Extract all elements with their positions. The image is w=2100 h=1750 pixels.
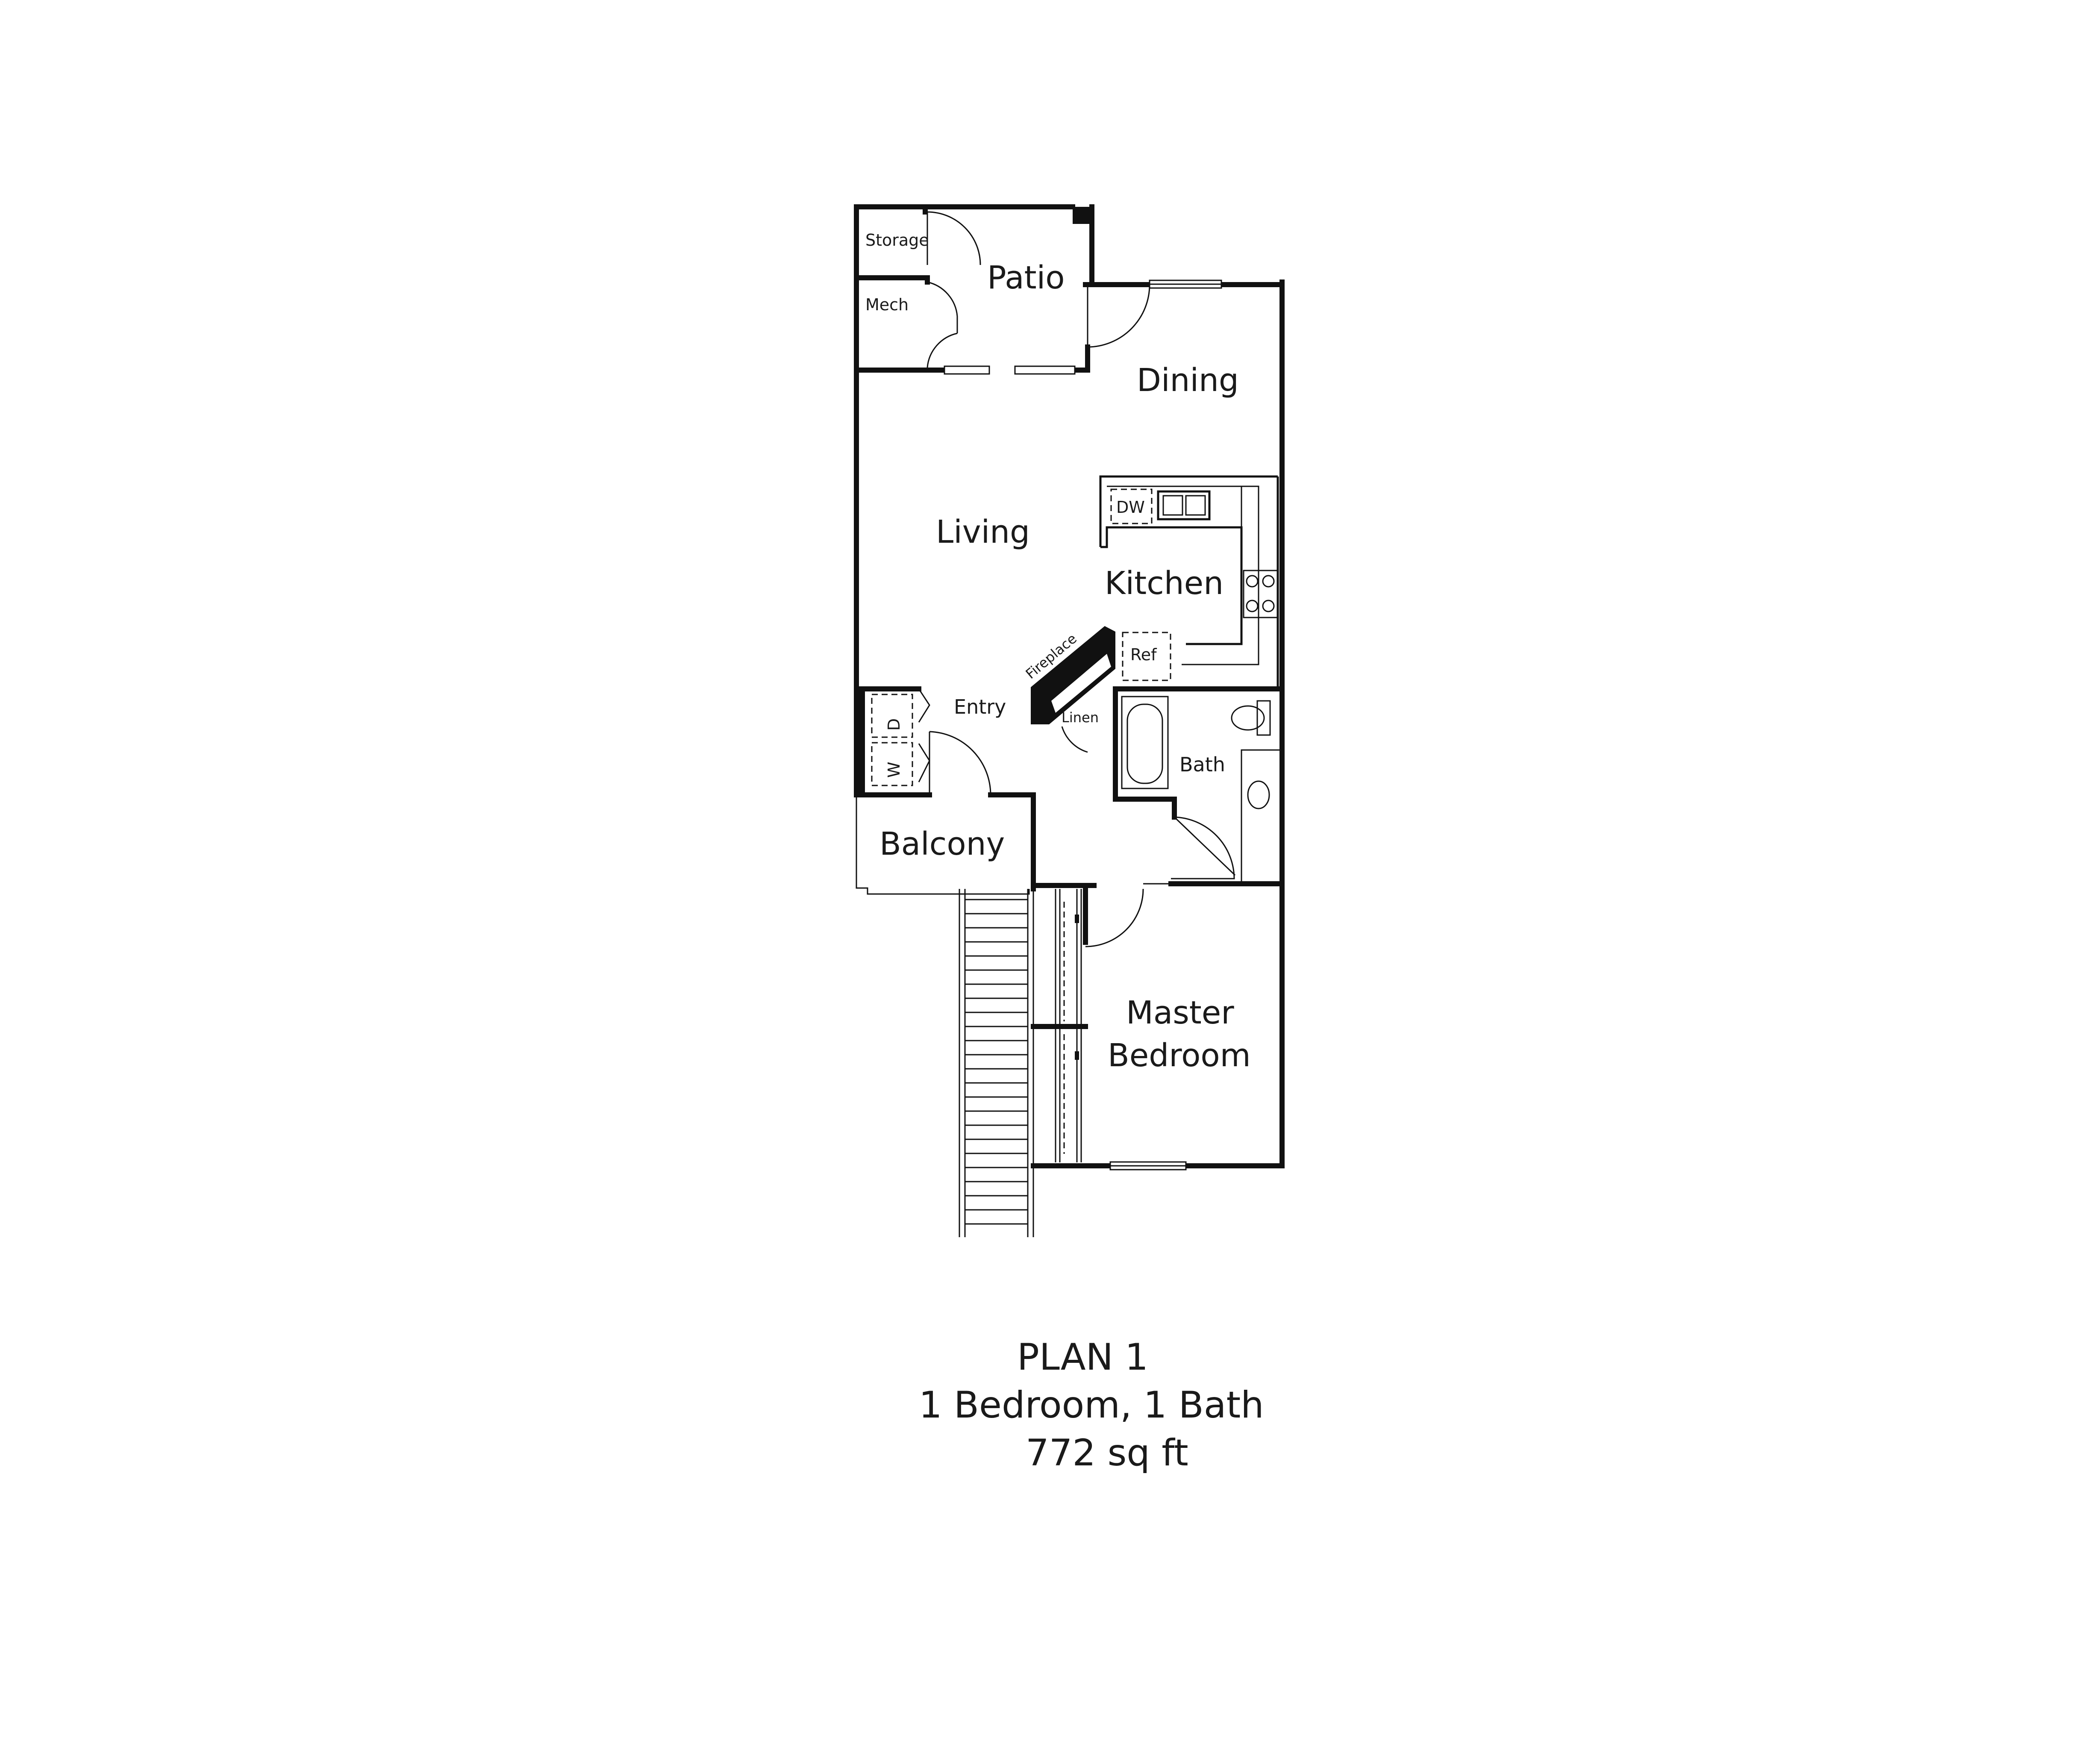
bedroom-closets: [1055, 889, 1082, 1162]
label-mech: Mech: [865, 295, 909, 314]
plan-caption: PLAN 1 1 Bedroom, 1 Bath 772 sq ft: [855, 1333, 1325, 1477]
windows: [944, 279, 1222, 1171]
kitchen-counters: [1099, 475, 1279, 689]
plan-area: 772 sq ft: [1026, 1432, 1188, 1474]
fireplace-unit: [1031, 626, 1115, 724]
label-entry: Entry: [954, 695, 1006, 718]
plan-layout: 1 Bedroom, 1 Bath: [919, 1384, 1264, 1426]
exterior-walls: [854, 204, 1285, 1168]
label-storage: Storage: [865, 231, 929, 250]
bath-fixtures: [1121, 696, 1283, 883]
label-dishwasher: DW: [1116, 498, 1145, 517]
label-kitchen: Kitchen: [1105, 565, 1224, 602]
label-master-bedroom-line2: Bedroom: [1108, 1037, 1251, 1074]
washer-dryer-closet: [856, 689, 913, 796]
label-balcony: Balcony: [879, 826, 1005, 862]
plan-name: PLAN 1: [1017, 1336, 1148, 1379]
label-patio: Patio: [987, 259, 1065, 296]
label-linen: Linen: [1062, 709, 1099, 726]
room-labels: Storage Mech Patio Dining Living Kitchen…: [865, 231, 1251, 1074]
label-refrigerator: Ref: [1130, 645, 1157, 664]
label-dining: Dining: [1137, 362, 1239, 399]
label-dryer: D: [885, 718, 903, 731]
door-swings: [918, 211, 1236, 947]
exterior-stairs: [959, 889, 1034, 1237]
balcony-outline: [856, 797, 1030, 895]
label-master-bedroom-line1: Master: [1126, 994, 1234, 1031]
label-washer: W: [885, 762, 903, 778]
patio-details: [923, 204, 1092, 224]
label-bath: Bath: [1179, 753, 1225, 776]
label-living: Living: [936, 514, 1030, 550]
